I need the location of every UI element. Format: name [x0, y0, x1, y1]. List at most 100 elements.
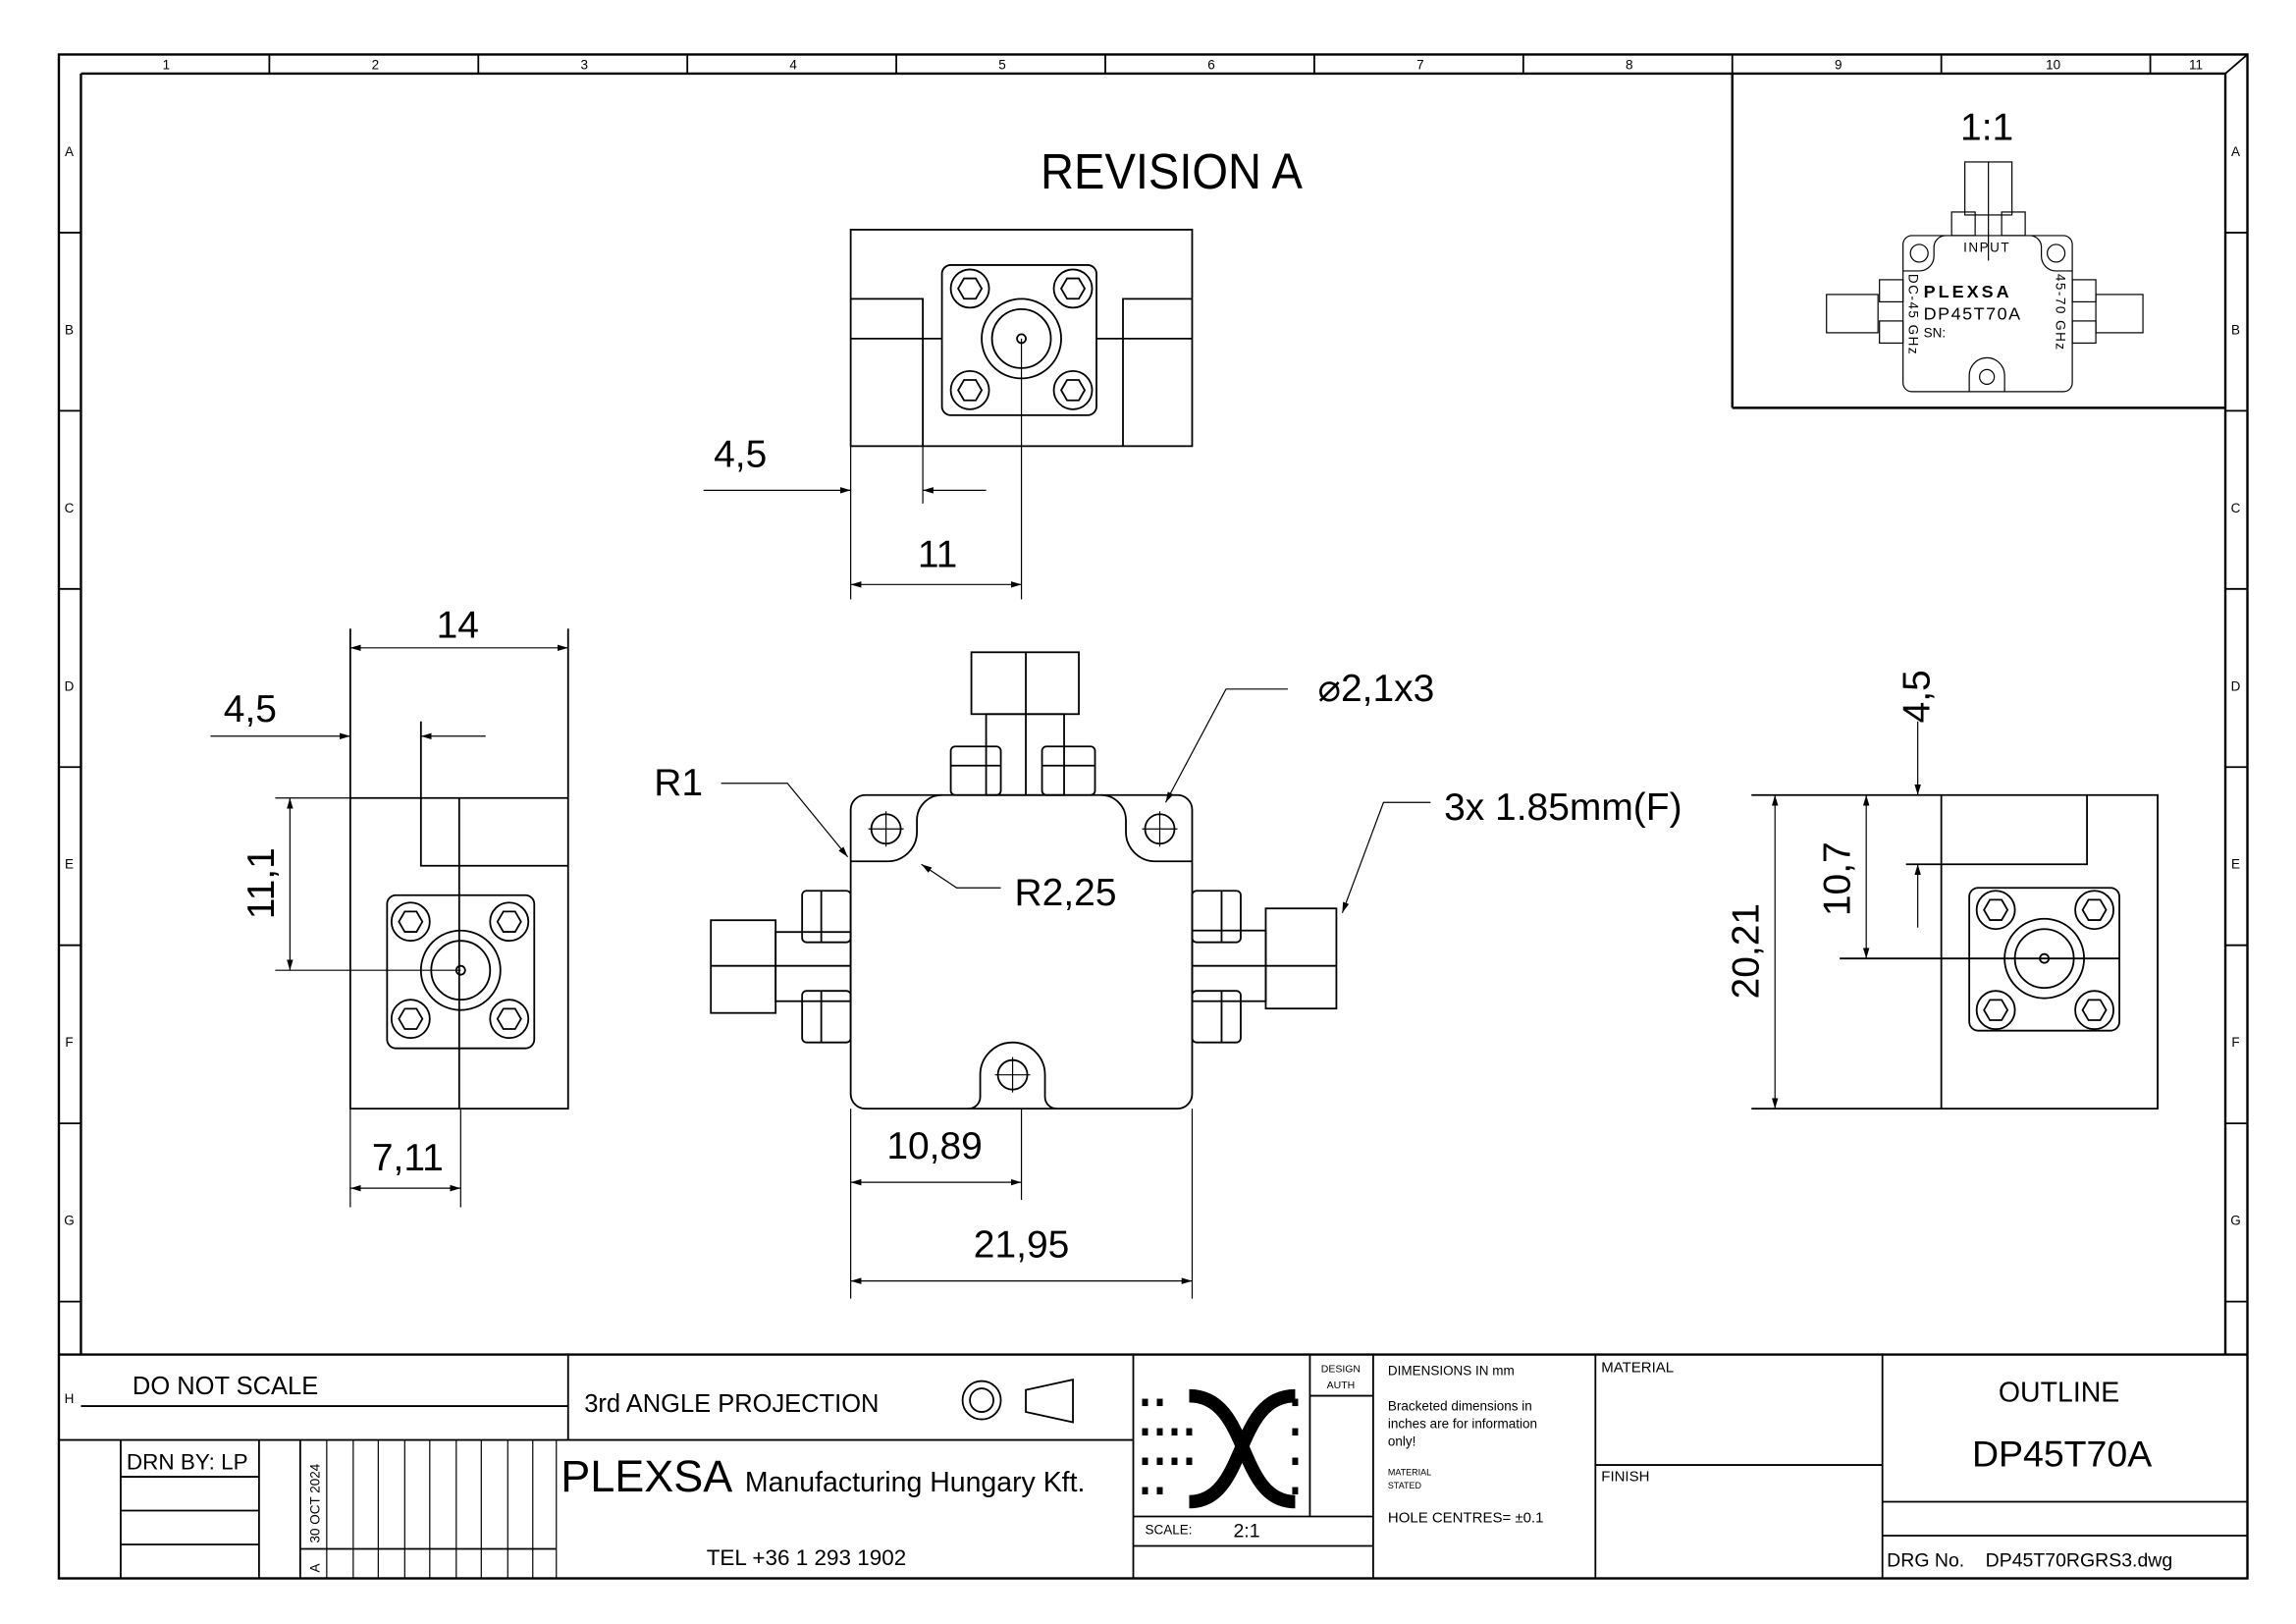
right-view: 20,21 10,7 4,5: [1726, 670, 2159, 1110]
flange-screws: [949, 268, 1094, 410]
column-label: 7: [1416, 57, 1423, 72]
hex-screw-icon: [1975, 890, 2016, 931]
inset-serial-label: SN:: [1924, 325, 1946, 340]
row-label: E: [65, 857, 74, 872]
inset-input-label: INPUT: [1963, 240, 2010, 254]
row-label: B: [2231, 322, 2240, 337]
column-label: 10: [2046, 57, 2060, 72]
hex-screw-icon: [2074, 990, 2114, 1031]
connector-callout: 3x 1.85mm(F): [1444, 786, 1682, 829]
projection-label: 3rd ANGLE PROJECTION: [584, 1390, 879, 1418]
design-auth-label-2: AUTH: [1327, 1380, 1356, 1391]
material-label: MATERIAL: [1601, 1360, 1674, 1377]
row-label: A: [2231, 144, 2240, 159]
right-dim-center: 10,7: [1817, 841, 1859, 916]
company-name: PLEXSA Manufacturing Hungary Kft.: [561, 1451, 1085, 1501]
hex-screw-icon: [390, 999, 431, 1040]
left-dim-height: 11,1: [240, 847, 283, 919]
material-stated-2: STATED: [1388, 1481, 1422, 1490]
revision-title: REVISION A: [1041, 143, 1303, 199]
drg-label: DRG No.: [1887, 1550, 1964, 1572]
revision-letter: A: [307, 1564, 322, 1573]
column-label: 11: [2189, 57, 2203, 72]
inset-right-port: 45-70 GHz: [2054, 274, 2068, 352]
top-dim-width: 11: [918, 533, 957, 575]
bracket-note-2: inches are for information: [1388, 1417, 1537, 1432]
column-label: 5: [998, 57, 1005, 72]
hex-screw-icon: [489, 999, 530, 1040]
flange-screws: [390, 901, 530, 1040]
inset-device-outline: [1826, 161, 2144, 393]
left-view: 14 4,5 11,1 7,11: [210, 604, 569, 1208]
right-connector: [1191, 890, 1338, 1044]
material-stated-1: MATERIAL: [1388, 1468, 1431, 1478]
scale-label: SCALE:: [1146, 1523, 1193, 1538]
column-label: 6: [1207, 57, 1214, 72]
hole-centres-note: HOLE CENTRES= ±0.1: [1388, 1510, 1544, 1527]
dimensions-note: DIMENSIONS IN mm: [1388, 1364, 1515, 1379]
hex-screw-icon: [489, 901, 530, 943]
top-dim-offset: 4,5: [714, 433, 767, 475]
column-label: 8: [1626, 57, 1632, 72]
row-label: F: [2231, 1035, 2239, 1050]
row-label: F: [65, 1035, 73, 1050]
title-block: DO NOT SCALE 3rd ANGLE PROJECTION DRN BY…: [58, 1354, 2248, 1579]
inset-scale: 1:1: [1960, 106, 2013, 148]
inset-left-port: DC-45 GHz: [1906, 274, 1921, 355]
row-label: C: [2231, 501, 2241, 515]
column-label: 1: [163, 57, 170, 72]
inset-brand: PLEXSA: [1924, 282, 2012, 301]
left-dim-bottom: 7,11: [372, 1137, 444, 1179]
bracket-note-1: Bracketed dimensions in: [1388, 1399, 1532, 1414]
hex-screw-icon: [1052, 268, 1094, 309]
design-auth-label-1: DESIGN: [1321, 1365, 1361, 1376]
row-label: D: [65, 678, 75, 693]
radius-outer-label: R1: [654, 762, 703, 804]
right-dim-offset: 4,5: [1896, 670, 1939, 723]
do-not-scale: DO NOT SCALE: [133, 1373, 318, 1400]
row-label: B: [65, 322, 74, 337]
hole-callout: ⌀2,1x3: [1318, 668, 1435, 710]
row-label: H: [65, 1391, 75, 1406]
part-number: DP45T70A: [1972, 1434, 2152, 1475]
drg-value: DP45T70RGRS3.dwg: [1986, 1550, 2173, 1572]
hex-screw-icon: [1975, 990, 2016, 1031]
third-angle-projection-symbol: [961, 1378, 1074, 1424]
column-label: 2: [372, 57, 379, 72]
row-label: G: [2230, 1214, 2240, 1228]
left-dim-width: 14: [437, 604, 479, 646]
hex-screw-icon: [1052, 369, 1094, 410]
front-dim-total: 21,95: [974, 1224, 1070, 1267]
company-logo: [1142, 1388, 1299, 1509]
front-view: R1 ⌀2,1x3 R2,25 3x 1.85mm(F) 10,89 21,95: [654, 651, 1682, 1299]
inset-view: 1:1 INPUT PLEXSA DP45T70A SN: DC-45 GHz …: [1731, 73, 2226, 409]
scale-value: 2:1: [1233, 1521, 1259, 1543]
top-view: 4,5 11: [703, 229, 1194, 600]
flange-screws: [1975, 890, 2114, 1031]
finish-label: FINISH: [1601, 1469, 1649, 1486]
hex-screw-icon: [2074, 890, 2114, 931]
front-dim-half: 10,89: [886, 1125, 983, 1167]
outline-label: OUTLINE: [1999, 1378, 2119, 1409]
radius-inner-label: R2,25: [1015, 872, 1117, 914]
column-label: 9: [1835, 57, 1842, 72]
inset-model: DP45T70A: [1924, 303, 2022, 323]
company-rest: Manufacturing Hungary Kft.: [745, 1467, 1086, 1498]
left-connector: [710, 890, 852, 1044]
column-label: 3: [580, 57, 587, 72]
revision-date: 30 OCT 2024: [307, 1463, 322, 1543]
company-main: PLEXSA: [561, 1451, 732, 1501]
row-label: E: [2231, 857, 2240, 872]
hex-screw-icon: [949, 369, 990, 410]
right-dim-height: 20,21: [1726, 903, 1768, 1000]
row-label: A: [65, 144, 74, 159]
bracket-note-3: only!: [1388, 1435, 1415, 1449]
drawn-by: DRN BY: LP: [127, 1450, 248, 1475]
company-phone: TEL +36 1 293 1902: [707, 1545, 907, 1570]
row-label: C: [65, 501, 75, 515]
hex-screw-icon: [949, 268, 990, 309]
input-connector: [949, 651, 1096, 796]
